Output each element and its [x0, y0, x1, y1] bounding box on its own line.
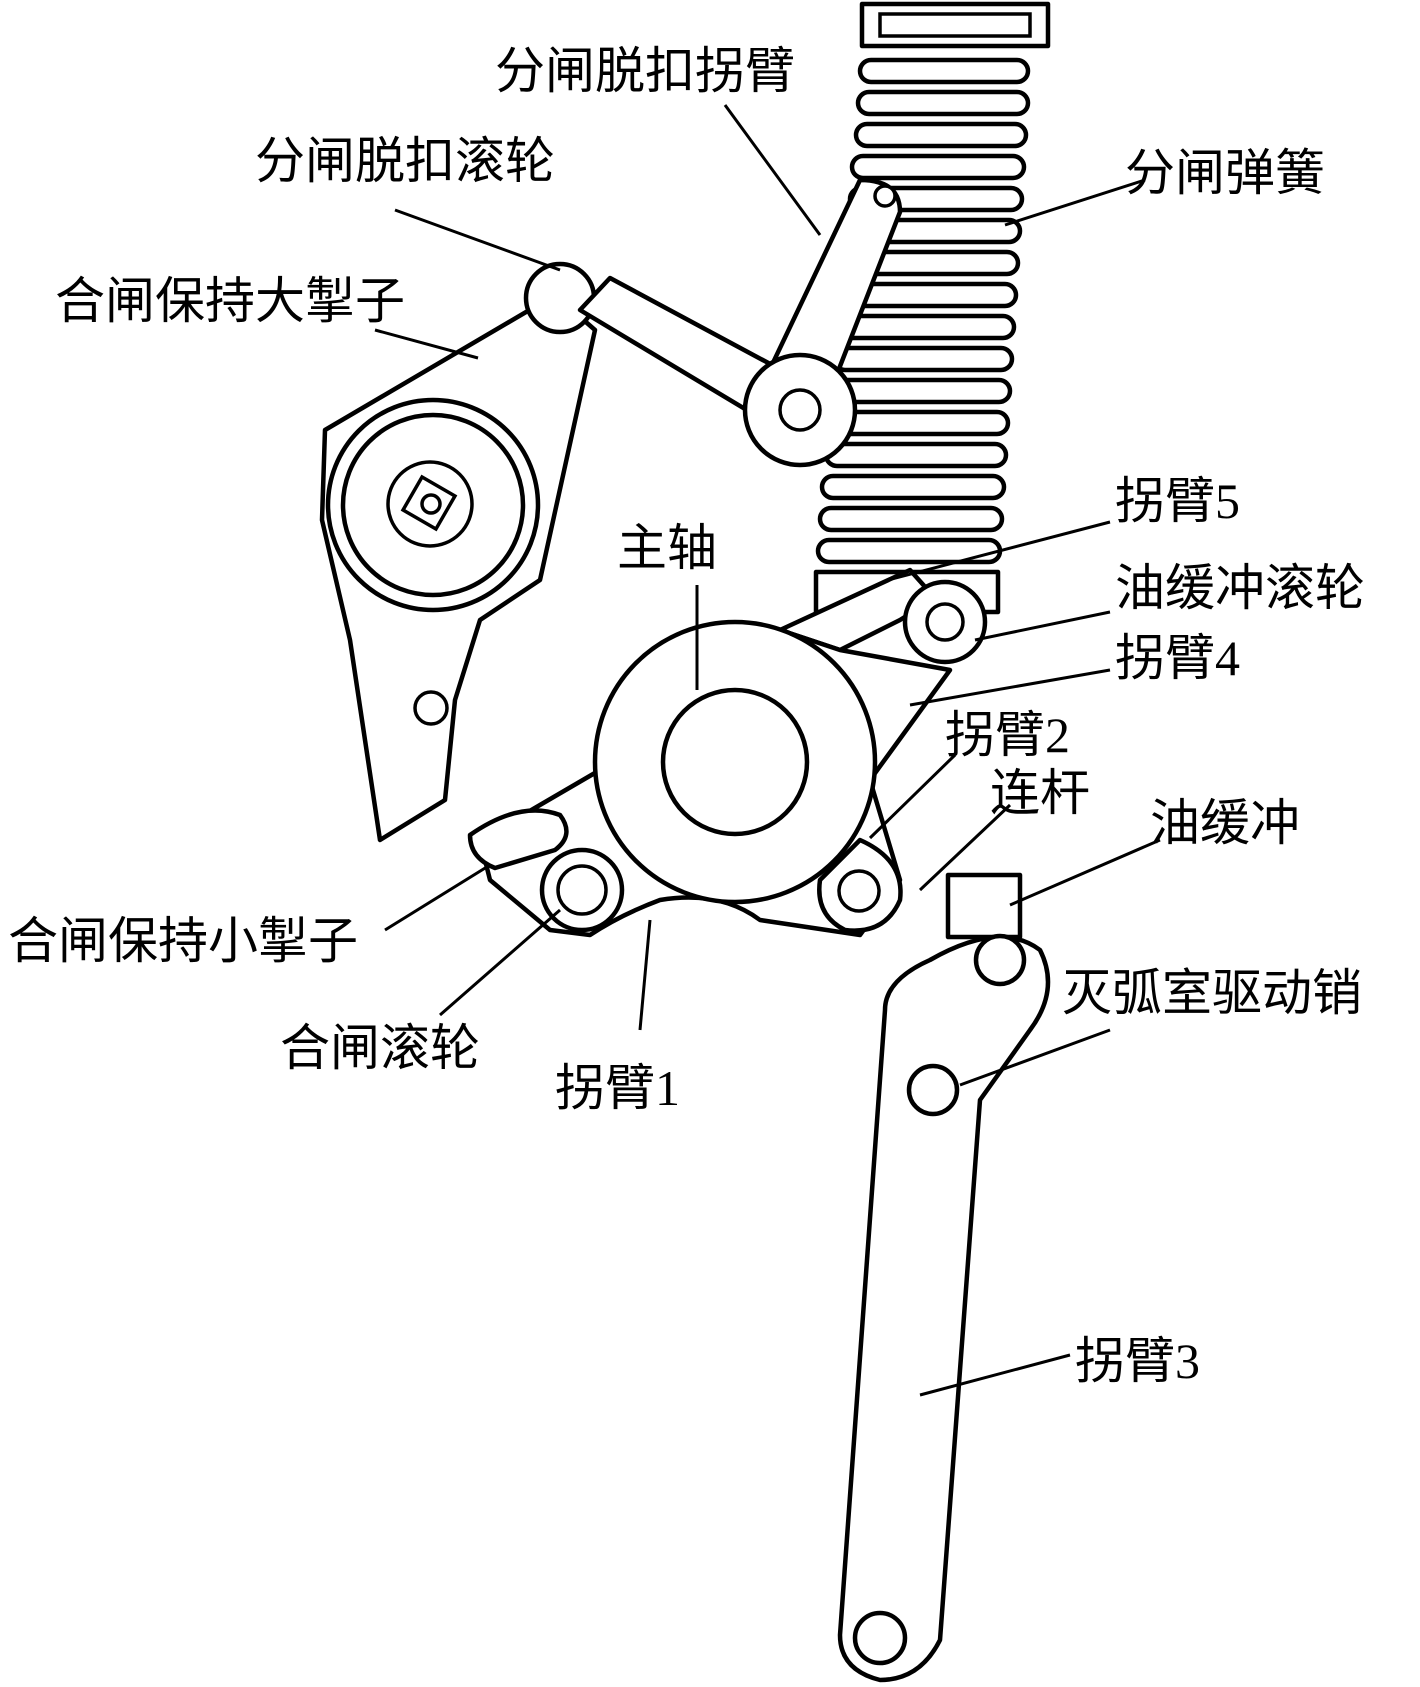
label-trip-arm: 分闸脱扣拐臂 — [495, 43, 795, 99]
leader-lines — [374, 104, 1161, 1397]
damper-roller-pin — [925, 602, 965, 642]
close-roller-pin — [556, 864, 608, 916]
label-arm2: 拐臂2 — [945, 707, 1070, 763]
label-oil-damper: 油缓冲 — [1150, 795, 1300, 851]
label-arm4: 拐臂4 — [1115, 630, 1240, 686]
label-trip-roller: 分闸脱扣滚轮 — [255, 133, 555, 189]
label-link-rod: 连杆 — [990, 765, 1090, 821]
label-arm1: 拐臂1 — [555, 1060, 680, 1116]
label-arm5: 拐臂5 — [1115, 473, 1240, 529]
trip-arm — [742, 177, 903, 468]
label-close-big-pawl: 合闸保持大掣子 — [55, 273, 405, 329]
oil-damper — [945, 872, 1023, 940]
label-interrupter-pin: 灭弧室驱动销 — [1062, 965, 1362, 1021]
close-big-pawl — [319, 292, 598, 843]
trip-roller — [523, 261, 597, 335]
label-close-small-pawl: 合闸保持小掣子 — [8, 913, 358, 969]
label-close-roller: 合闸滚轮 — [280, 1020, 480, 1076]
main-shaft-inner — [660, 687, 810, 837]
label-damper-roller: 油缓冲滚轮 — [1115, 560, 1365, 616]
label-opening-spring: 分闸弹簧 — [1125, 145, 1325, 201]
close-small-pawl — [467, 808, 569, 871]
label-arm3: 拐臂3 — [1075, 1333, 1200, 1389]
labels: 分闸脱扣拐臂 分闸脱扣滚轮 分闸弹簧 合闸保持大掣子 拐臂5 主轴 油缓冲滚轮 … — [8, 43, 1365, 1389]
label-main-shaft: 主轴 — [617, 520, 717, 576]
arm-3 — [837, 933, 1051, 1683]
